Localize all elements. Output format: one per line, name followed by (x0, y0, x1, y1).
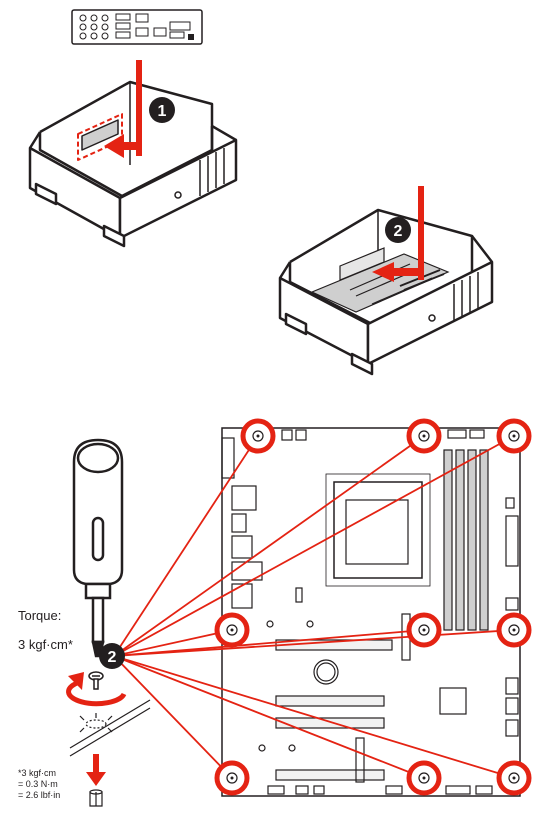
torque-conversion-line: = 0.3 N·m (18, 779, 58, 789)
standoff-markers (214, 418, 532, 796)
standoff-icon (496, 418, 532, 454)
standoff-icon (496, 612, 532, 648)
screw-icon (88, 671, 104, 690)
chassis-plate (69, 699, 151, 757)
step-badge: 2 (99, 643, 125, 669)
down-arrow-icon (86, 754, 106, 786)
insert-arrow-icon (104, 60, 142, 158)
screwdriver-icon (72, 438, 124, 658)
step-badge: 1 (149, 97, 175, 123)
standoff-icon (406, 760, 442, 796)
standoff-pointer-lines (113, 435, 515, 779)
standoff-icon (214, 612, 250, 648)
standoff-icon (89, 789, 103, 807)
standoff-icon (240, 418, 276, 454)
torque-conversion-line: *3 kgf·cm (18, 768, 57, 778)
step-badge: 2 (385, 217, 411, 243)
motherboard-icon (221, 427, 521, 797)
standoff-icon (214, 760, 250, 796)
insert-arrow-icon (372, 186, 424, 282)
case-icon (278, 208, 494, 376)
torque-conversion-line: = 2.6 lbf·in (18, 790, 61, 800)
standoff-icon (496, 760, 532, 796)
case-icon (28, 80, 238, 248)
step-number: 2 (394, 223, 403, 240)
rotate-arrow-icon (66, 672, 127, 707)
torque-value: 3 kgf·cm* (18, 637, 73, 652)
standoff-icon (406, 612, 442, 648)
torque-label: Torque: (18, 608, 62, 623)
step-number: 1 (158, 103, 167, 120)
io-shield-icon (71, 9, 203, 45)
mount-hole-icon (79, 713, 113, 733)
step-number: 2 (108, 649, 117, 666)
standoff-icon (406, 418, 442, 454)
